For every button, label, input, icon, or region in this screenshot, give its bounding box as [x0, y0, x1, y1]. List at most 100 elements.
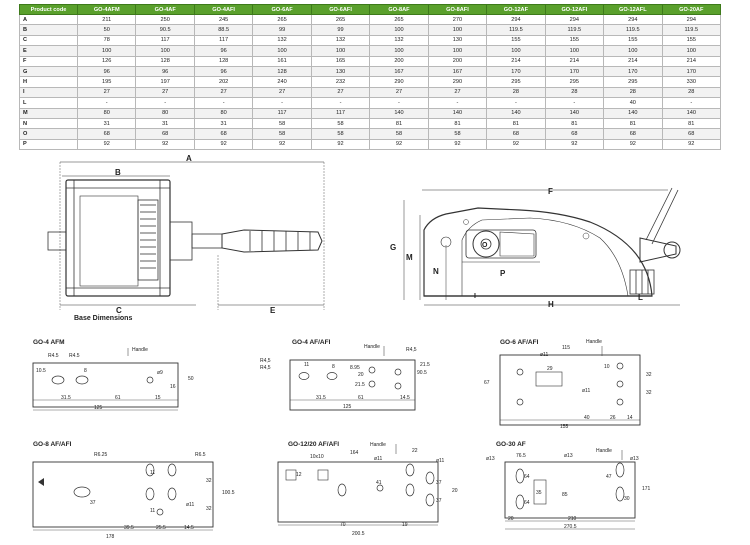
go12af-d7: 41 — [376, 480, 382, 486]
go12af-d6: 12 — [296, 472, 302, 478]
label-h: H — [548, 300, 554, 309]
go4afm-b2: 61 — [115, 395, 121, 401]
go8af-r1: R6.25 — [94, 452, 108, 458]
go4af-handle-label: Handle — [364, 344, 380, 350]
base-dimensions-title: Base Dimensions — [74, 315, 132, 322]
go30af-b3: 270.5 — [564, 524, 577, 530]
go30af-d1: ø13 — [486, 456, 495, 462]
go4af-d4: 20 — [358, 372, 364, 378]
go12af-d2: 10x10 — [310, 454, 324, 460]
side-view-drawing: F G M N P O I H L — [390, 187, 681, 309]
go30af-d11: 171 — [642, 486, 651, 492]
go8af-b2: 25.5 — [156, 525, 166, 531]
go4af-b4: 125 — [343, 404, 352, 410]
go8af-d2: 32 — [206, 478, 212, 484]
hole-pattern-go30af: GO-30 AF Handle ø13 76.5 ø13 64 64 ø13 3… — [486, 441, 651, 530]
label-l: L — [638, 293, 643, 302]
hole-pattern-go8af: GO-8 AF/AFI R6.25 R6.5 11 32 100.5 32 37… — [32, 441, 235, 540]
go12af-handle: Handle — [370, 442, 386, 448]
label-i: I — [474, 293, 476, 300]
go12af-d5: ø11 — [436, 458, 444, 464]
go4afm-b3: 15 — [155, 395, 161, 401]
go6af-title: GO-6 AF/AFI — [500, 339, 539, 346]
go12af-d3: ø11 — [374, 456, 382, 462]
label-p: P — [500, 269, 506, 278]
go12af-d1: 164 — [350, 450, 359, 456]
go30af-d8: 85 — [562, 492, 568, 498]
go6af-d3: 29 — [547, 366, 553, 372]
go6af-d8: ø11 — [582, 388, 590, 394]
go12af-d10: 20 — [452, 488, 458, 494]
go6af-b3: 14 — [627, 415, 633, 421]
label-a: A — [186, 154, 192, 163]
go6af-d2: ø11 — [540, 352, 548, 358]
go30af-d3: ø13 — [564, 453, 573, 459]
go8af-d1: 11 — [150, 470, 155, 476]
go30af-b1: 20 — [508, 516, 514, 522]
go4afm-d4: 50 — [188, 376, 194, 382]
go6af-d1: 115 — [562, 345, 570, 351]
go30af-d10: 30 — [624, 496, 630, 502]
go12af-title: GO-12/20 AF/AFI — [288, 441, 339, 448]
go8af-r2: R6.5 — [195, 452, 206, 458]
go4afm-handle-label: Handle — [132, 347, 148, 353]
go4af-b2: 61 — [358, 395, 364, 401]
hole-pattern-go6af: GO-6 AF/AFI Handle 115 ø11 29 10 67 32 3… — [484, 339, 652, 430]
label-c: C — [116, 306, 122, 315]
go8af-d4: 32 — [206, 506, 212, 512]
label-g: G — [390, 243, 396, 252]
go6af-d7: 32 — [646, 390, 652, 396]
go8af-title: GO-8 AF/AFI — [33, 441, 72, 448]
go4afm-d3: ø9 — [157, 370, 163, 376]
label-o: O — [482, 242, 488, 249]
go8af-b4: 178 — [106, 534, 115, 540]
label-n: N — [433, 267, 439, 276]
go6af-d5: 67 — [484, 380, 490, 386]
go30af-d2: 76.5 — [516, 453, 526, 459]
go4af-d6: 21.5 — [355, 382, 365, 388]
go30af-d9: 47 — [606, 474, 612, 480]
go6af-b4: 155 — [560, 424, 569, 430]
go4af-d7: 90.5 — [417, 370, 427, 376]
go12af-b1: 70 — [340, 522, 346, 528]
go8af-d6: 11 — [150, 508, 155, 514]
go8af-d5: 37 — [90, 500, 96, 506]
go30af-d6: ø13 — [630, 456, 639, 462]
hole-pattern-go12af: GO-12/20 AF/AFI Handle 164 10x10 ø11 22 … — [277, 441, 458, 537]
go8af-b1: 39.5 — [124, 525, 134, 531]
go4afm-b4: 125 — [94, 405, 103, 411]
go12af-b3: 200.5 — [352, 531, 365, 537]
go6af-d4: 10 — [604, 364, 610, 370]
go4af-d5: 21.5 — [420, 362, 430, 368]
go30af-d5: 64 — [524, 500, 530, 506]
hole-pattern-go4afm: GO-4 AFM Handle R4.5 R4.5 10.5 8 ø9 50 1… — [32, 339, 194, 411]
go4af-title: GO-4 AF/AFI — [292, 339, 331, 346]
go4afm-r1: R4.5 — [48, 353, 59, 359]
go6af-d6: 32 — [646, 372, 652, 378]
go4afm-title: GO-4 AFM — [33, 339, 65, 346]
label-e: E — [270, 306, 276, 315]
go6af-handle: Handle — [586, 339, 602, 345]
go4afm-d1: 10.5 — [36, 368, 46, 374]
go12af-d9: 37 — [436, 498, 442, 504]
go4af-b3: 14.5 — [400, 395, 410, 401]
go4afm-d2: 8 — [84, 368, 87, 374]
spec-cell: 92 — [661, 138, 722, 151]
go30af-d7: 35 — [536, 490, 542, 496]
go6af-b1: 40 — [584, 415, 590, 421]
go4af-r3: R4,5 — [406, 347, 417, 353]
go8af-d3: 100.5 — [222, 490, 235, 496]
go4af-d3: 8.95 — [350, 365, 360, 371]
go8af-d7: ø11 — [186, 502, 194, 508]
go30af-d4: 64 — [524, 474, 530, 480]
go12af-d8: 37 — [436, 480, 442, 486]
hole-pattern-go4af: GO-4 AF/AFI Handle R4,5 R4,5 R4,5 11 8 8… — [260, 339, 430, 411]
base-dimensions-drawing: A B C E Base Dimensions — [47, 154, 325, 322]
go30af-b2: 210 — [568, 516, 577, 522]
label-f: F — [548, 187, 553, 196]
go12af-d4: 22 — [412, 448, 418, 454]
